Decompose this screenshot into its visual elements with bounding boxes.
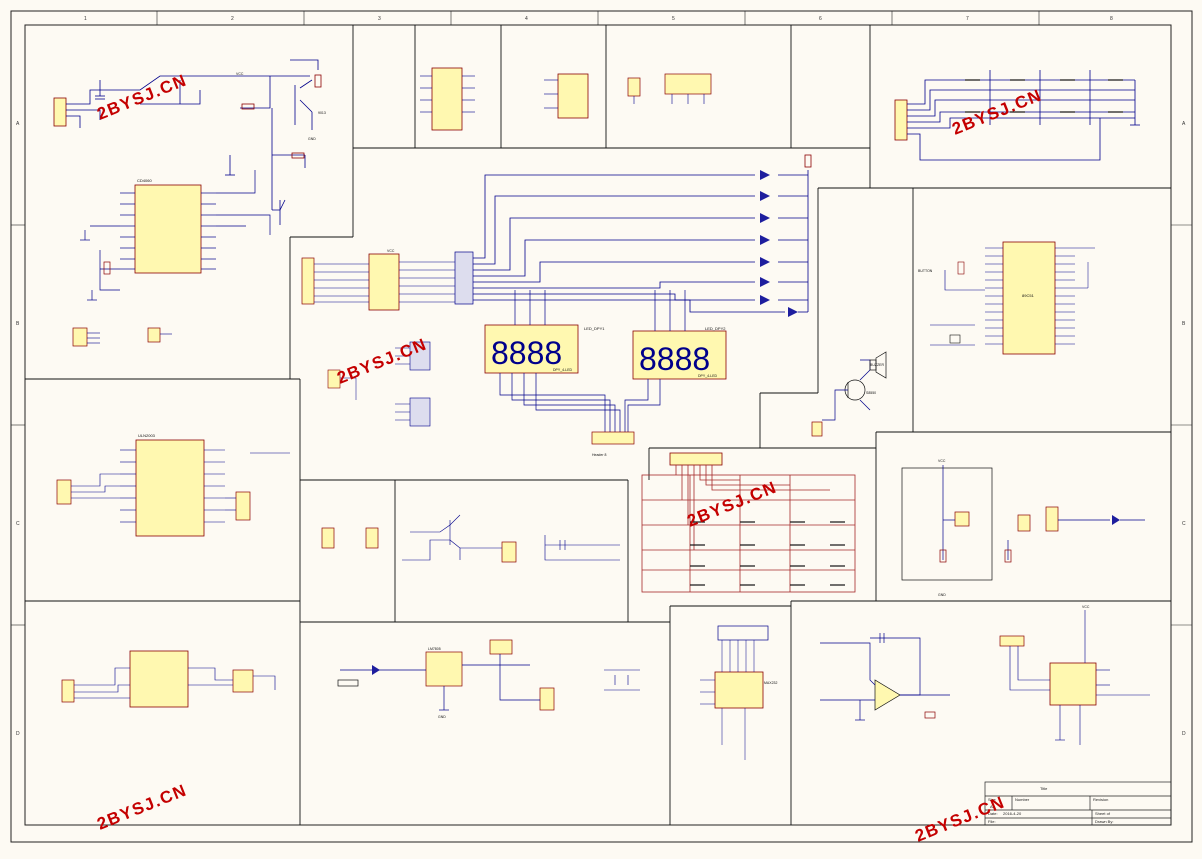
header8-label: Header 8 xyxy=(592,453,606,457)
hc595-connector xyxy=(301,253,400,311)
gnd-label: GND xyxy=(438,715,446,719)
date-value: 2016-4-20 xyxy=(1003,811,1022,816)
border-labels: 1 2 3 4 5 6 7 8 A B C D A B C D xyxy=(16,16,1186,737)
sheet-label: Sheet of xyxy=(1095,811,1111,816)
row-label: B xyxy=(1182,321,1186,327)
row-label: D xyxy=(1182,731,1186,737)
row-label: B xyxy=(16,321,20,327)
seven-seg-display-1: 8888 LED_DPY1 DPY_4-LED xyxy=(484,324,605,374)
row-label: A xyxy=(16,121,20,127)
key-row-circuit xyxy=(894,70,1140,161)
uln2003-chip: ULN2003 xyxy=(56,433,290,537)
row-label: D xyxy=(16,731,20,737)
size-label: Size xyxy=(988,797,997,802)
row-label: C xyxy=(1182,521,1186,527)
power-supply-circuit xyxy=(53,59,322,225)
vcc-caps-block xyxy=(604,669,640,691)
vcc-label: VCC xyxy=(1082,605,1090,609)
col-label: 8 xyxy=(1110,16,1113,22)
file-label: File: xyxy=(988,819,996,824)
watermark: 2BYSJ.CN xyxy=(94,70,189,123)
keypad-matrix xyxy=(641,452,856,593)
title-label: Title xyxy=(1040,786,1048,791)
col-label: 4 xyxy=(525,16,528,22)
resistor-network xyxy=(399,251,474,305)
keypad-switches xyxy=(690,521,845,586)
row-label: C xyxy=(16,521,20,527)
size-value: A3 xyxy=(990,804,996,809)
col-label: 5 xyxy=(672,16,675,22)
opamp-circuit xyxy=(820,633,950,721)
small-connectors-tl xyxy=(72,327,172,347)
lcd2-sub: DPY_4-LED xyxy=(698,374,718,378)
uln-sub: 9013 xyxy=(318,111,326,115)
uln-label: ULN2003 xyxy=(138,433,156,438)
row-label: A xyxy=(1182,121,1186,127)
gnd-label: GND xyxy=(308,137,316,141)
border-ticks xyxy=(11,11,1192,626)
lcd2-name: LED_DPY2 xyxy=(705,326,726,331)
key-switches-tr xyxy=(965,79,1123,113)
led-bus-wires xyxy=(473,154,812,313)
sheet-border xyxy=(10,10,1193,843)
lcd1-sub: DPY_4-LED xyxy=(553,368,573,372)
col-label: 3 xyxy=(378,16,381,22)
vcc-label: VCC xyxy=(236,72,244,76)
display-bus xyxy=(499,290,686,432)
buzzer-circuit: BUZZER xyxy=(811,351,887,437)
dip-chip-p1 xyxy=(420,67,475,131)
serial-chip-bl xyxy=(61,650,276,708)
max232-db9: MAX232 xyxy=(700,625,777,760)
header8-connector: Header 8 xyxy=(591,431,635,457)
title-block-text: Title Size A3 Number Revision Date: 2016… xyxy=(988,786,1113,824)
button-label: BUTTON xyxy=(918,269,933,273)
col-label: 6 xyxy=(819,16,822,22)
number-label: Number xyxy=(1015,797,1030,802)
max-label: MAX232 xyxy=(764,681,777,685)
title-block xyxy=(984,781,1172,826)
lm7805-label: LM7805 xyxy=(428,647,441,651)
buzzer-label: BUZZER xyxy=(870,363,884,367)
gnd-label: GND xyxy=(938,593,946,597)
cd4060-chip: CD4060 xyxy=(120,178,216,274)
s8550-label: S8550 xyxy=(866,391,876,395)
mcu-89c51: 89C51 BUTTON xyxy=(918,241,1095,355)
col-label: 1 xyxy=(84,16,87,22)
power-labels: VCC VCC VCC VCC GND GND GND 9013 S8550 xyxy=(236,72,1090,719)
mcu-label: 89C51 xyxy=(1022,293,1035,298)
drawn-label: Drawn By: xyxy=(1095,819,1113,824)
svg-text:8888: 8888 xyxy=(639,341,710,377)
col-label: 2 xyxy=(231,16,234,22)
vcc-label: VCC xyxy=(938,459,946,463)
analog-sensor-circuit xyxy=(901,465,1145,581)
watermark: 2BYSJ.CN xyxy=(684,477,779,530)
seven-seg-display-2: 8888 LED_DPY2 DPY_4-LED xyxy=(632,326,727,380)
watermarks: 2BYSJ.CN 2BYSJ.CN 2BYSJ.CN 2BYSJ.CN 2BYS… xyxy=(94,70,1044,845)
oscillator-wires xyxy=(80,170,271,301)
bottom-right-chip xyxy=(999,610,1150,745)
lcd1-name: LED_DPY1 xyxy=(584,326,605,331)
regulator-circuit: LM7805 xyxy=(337,639,555,711)
section-dividers xyxy=(25,25,1171,825)
revision-label: Revision xyxy=(1093,797,1108,802)
date-label: Date: xyxy=(988,811,998,816)
led-diodes xyxy=(760,170,798,317)
svg-text:8888: 8888 xyxy=(491,335,562,371)
vcc-label: VCC xyxy=(387,249,395,253)
reg-blocks-tm xyxy=(627,73,712,104)
ds1302-chip xyxy=(544,73,589,119)
watermark: 2BYSJ.CN xyxy=(94,780,189,833)
cd4060-label: CD4060 xyxy=(137,178,152,183)
sensor-blocks xyxy=(321,514,620,563)
dip-switch-blocks xyxy=(327,341,431,427)
col-label: 7 xyxy=(966,16,969,22)
